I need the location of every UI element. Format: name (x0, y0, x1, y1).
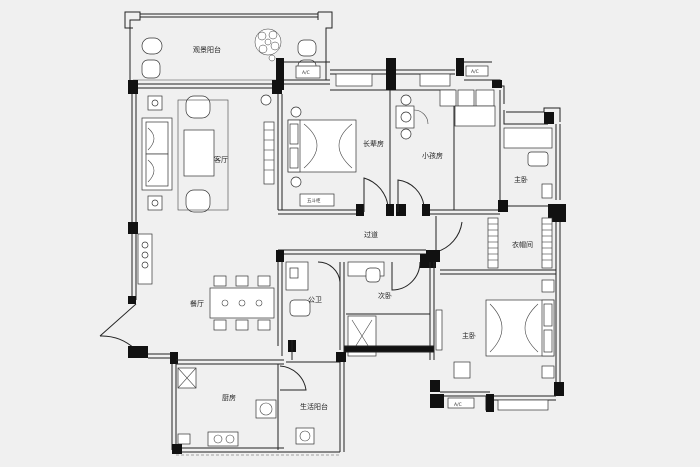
stove-icon (177, 433, 191, 445)
plant-icon (260, 94, 272, 106)
chair-icon (395, 94, 415, 140)
chair-icon (297, 39, 317, 57)
ac-unit-icon (447, 397, 475, 409)
room-label-living: 客厅 (214, 155, 228, 164)
secondary-bedroom: 次卧 (343, 254, 436, 360)
room-label-master-bottom: 主卧 (462, 331, 476, 340)
bed-icon (287, 106, 357, 188)
door-elder (363, 177, 389, 212)
plant-icon (254, 28, 282, 62)
wardrobe-rack (541, 217, 553, 269)
shower-icon (541, 183, 553, 199)
ac-label: A/C (454, 402, 462, 408)
kitchen: 厨房 (171, 359, 340, 454)
window-sill (497, 399, 549, 411)
vanity (503, 127, 553, 149)
armchair-icon (185, 95, 211, 213)
coffee-table (183, 129, 215, 177)
elder-room: A/C 五斗柜 长辈房 (276, 58, 455, 216)
window-sill (419, 73, 451, 87)
room-label-balcony: 观景阳台 (193, 45, 221, 54)
door-kitchen (279, 365, 307, 391)
tv-cabinet (435, 309, 443, 351)
wardrobe (439, 89, 457, 107)
door-corridor (435, 216, 463, 253)
dining-table-icon (209, 275, 275, 331)
entrance-door (99, 303, 137, 351)
cabinet-label: 五斗柜 (307, 197, 321, 204)
room-label-master-top: 主卧 (514, 175, 528, 184)
public-bath: 公卫 (276, 250, 345, 360)
sideboard (137, 233, 153, 285)
window-sill (335, 73, 373, 87)
room-label-public-bath: 公卫 (308, 296, 322, 304)
door-bath (317, 261, 341, 283)
dining-room: 餐厅 (137, 233, 275, 331)
chest-of-drawers (299, 193, 335, 207)
wardrobe (475, 89, 495, 107)
ac-unit-icon (465, 65, 489, 77)
washer-icon (295, 427, 315, 445)
room-label-kids: 小孩房 (422, 151, 443, 160)
ac-label: A/C (471, 69, 479, 75)
master-bedroom: 主卧 A/C (430, 274, 564, 412)
master-bath: 主卧 (498, 107, 566, 222)
room-label-service-balcony: 生活阳台 (300, 402, 328, 411)
sink-icon (207, 431, 239, 447)
closet: 衣帽间 (440, 217, 561, 275)
washer-icon (255, 399, 277, 419)
room-label-closet: 衣帽间 (512, 240, 533, 249)
room-label-dining: 餐厅 (190, 299, 204, 308)
room-label-secondary: 次卧 (378, 291, 392, 300)
bed-icon (485, 299, 555, 357)
wardrobe (457, 89, 475, 107)
room-label-corridor: 过道 (364, 230, 378, 239)
ac-unit-icon (295, 65, 321, 79)
door-kids (397, 179, 425, 212)
living-room: 客厅 (141, 94, 275, 213)
wardrobe-rack (487, 217, 499, 269)
chair-icon (141, 59, 161, 79)
ac-label: A/C (302, 70, 310, 76)
side-table (453, 361, 471, 379)
room-label-kitchen: 厨房 (222, 393, 236, 402)
toilet-icon (289, 299, 311, 317)
sofa-icon (141, 117, 173, 191)
chair-icon (141, 37, 163, 55)
toilet-icon (527, 151, 549, 167)
door-secondary (391, 261, 421, 291)
tv-cabinet (263, 121, 275, 185)
room-label-elder: 长辈房 (363, 139, 384, 148)
kids-room: 小孩房 A/C (395, 58, 505, 216)
service-balcony: 生活阳台 (286, 352, 346, 452)
chair-icon (365, 267, 381, 283)
outer-walls (99, 80, 282, 364)
desk (454, 105, 496, 127)
